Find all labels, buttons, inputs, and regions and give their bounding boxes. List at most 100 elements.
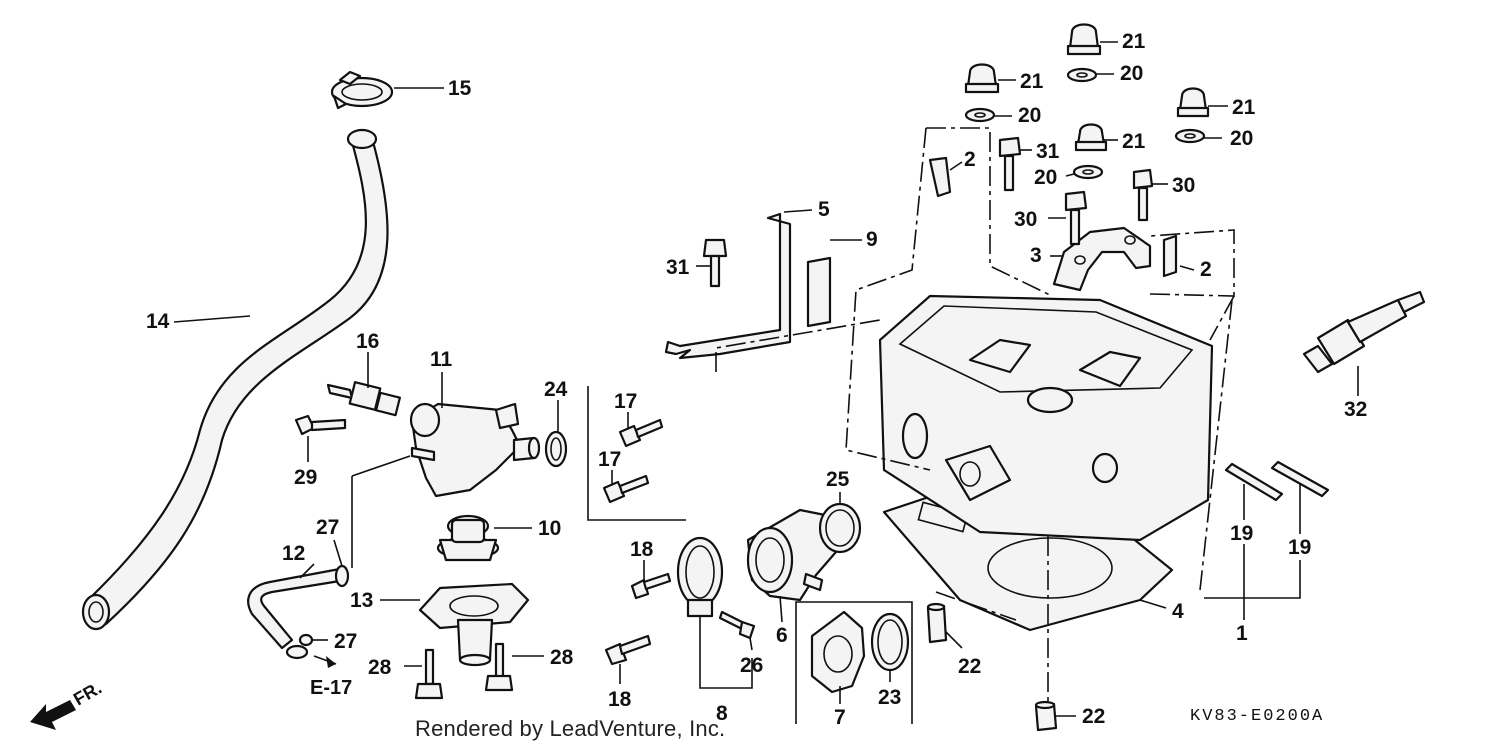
cylinder-head bbox=[878, 294, 1214, 542]
label-14: 14 bbox=[146, 310, 170, 333]
part-29-bolt[interactable] bbox=[294, 414, 347, 436]
diagram-code: KV83-E0200A bbox=[1190, 707, 1324, 726]
part-30-bolt-right[interactable] bbox=[1132, 168, 1154, 222]
part-19-stud-left[interactable] bbox=[1224, 462, 1284, 502]
label-23: 23 bbox=[878, 686, 901, 709]
part-26-screw[interactable] bbox=[718, 610, 756, 640]
label-17: 17 bbox=[614, 390, 637, 413]
label-28: 28 bbox=[550, 646, 574, 669]
part-labels: 1 2 2 3 4 5 6 7 8 9 10 11 12 13 14 15 16… bbox=[146, 30, 1367, 729]
label-18: 18 bbox=[630, 538, 654, 561]
label-19: 19 bbox=[1288, 536, 1311, 559]
part-2-dowel-pin-lower[interactable] bbox=[1162, 234, 1178, 278]
part-21-cap-nut-a[interactable] bbox=[1066, 23, 1102, 56]
part-2-dowel-pin-upper[interactable] bbox=[928, 156, 952, 198]
label-1: 1 bbox=[1236, 622, 1248, 645]
part-28-bolt-left[interactable] bbox=[414, 648, 444, 700]
label-15: 15 bbox=[448, 77, 472, 100]
label-20: 20 bbox=[1034, 166, 1057, 189]
label-28: 28 bbox=[368, 656, 392, 679]
label-21: 21 bbox=[1020, 70, 1044, 93]
part-12-small-hose[interactable] bbox=[247, 566, 348, 650]
assembly-lines bbox=[351, 127, 1235, 724]
label-6: 6 bbox=[776, 624, 788, 647]
label-25: 25 bbox=[826, 468, 850, 491]
part-20-washer-a[interactable] bbox=[1066, 67, 1098, 83]
part-18-bolt-lower[interactable] bbox=[604, 634, 652, 666]
part-30-bolt-left[interactable] bbox=[1064, 190, 1088, 246]
part-15-clamp[interactable] bbox=[330, 70, 394, 110]
label-7: 7 bbox=[834, 706, 846, 729]
part-9-gasket-strip[interactable] bbox=[806, 256, 832, 328]
part-22-dowel-lower[interactable] bbox=[1034, 700, 1058, 732]
label-21: 21 bbox=[1122, 130, 1146, 153]
label-16: 16 bbox=[356, 330, 379, 353]
label-20: 20 bbox=[1018, 104, 1041, 127]
part-5-bracket[interactable] bbox=[664, 212, 792, 360]
part-28-bolt-right[interactable] bbox=[484, 642, 514, 692]
part-22-dowel-upper[interactable] bbox=[926, 602, 948, 644]
front-direction-arrow: FR. bbox=[30, 678, 105, 730]
label-26: 26 bbox=[740, 654, 763, 677]
part-25-o-ring[interactable] bbox=[818, 502, 862, 554]
label-20: 20 bbox=[1230, 127, 1253, 150]
part-31-bolt-upper[interactable] bbox=[998, 136, 1022, 192]
part-24-o-ring[interactable] bbox=[544, 430, 568, 468]
label-13: 13 bbox=[350, 589, 373, 612]
label-22: 22 bbox=[958, 655, 981, 678]
label-19: 19 bbox=[1230, 522, 1253, 545]
label-5: 5 bbox=[818, 198, 830, 221]
part-18-bolt-upper[interactable] bbox=[630, 572, 672, 600]
part-27-clamp-lower[interactable] bbox=[285, 633, 314, 660]
part-14-hose[interactable] bbox=[81, 128, 389, 631]
label-20: 20 bbox=[1120, 62, 1143, 85]
part-27-clamp-upper[interactable] bbox=[334, 564, 350, 588]
label-2: 2 bbox=[1200, 258, 1212, 281]
label-11: 11 bbox=[430, 348, 453, 371]
reference-label: E-17 bbox=[310, 677, 352, 699]
label-4: 4 bbox=[1172, 600, 1184, 623]
label-27: 27 bbox=[334, 630, 357, 653]
label-31: 31 bbox=[666, 256, 690, 279]
label-31: 31 bbox=[1036, 140, 1060, 163]
part-21-cap-nut-c[interactable] bbox=[1176, 87, 1210, 118]
part-11-thermostat-housing[interactable] bbox=[409, 402, 541, 498]
part-7-insulator[interactable] bbox=[810, 610, 866, 694]
leader-lines bbox=[173, 41, 1359, 717]
part-10-thermostat[interactable] bbox=[436, 514, 500, 562]
label-9: 9 bbox=[866, 228, 878, 251]
part-21-cap-nut-d[interactable] bbox=[1074, 123, 1108, 152]
label-2: 2 bbox=[964, 148, 976, 171]
label-32: 32 bbox=[1344, 398, 1367, 421]
part-17-bolt-upper[interactable] bbox=[618, 418, 664, 448]
label-27: 27 bbox=[316, 516, 339, 539]
part-13-thermostat-cover[interactable] bbox=[418, 582, 530, 667]
reference-e17[interactable]: E-17 bbox=[310, 655, 352, 699]
part-19-stud-right[interactable] bbox=[1270, 460, 1330, 498]
label-22: 22 bbox=[1082, 705, 1105, 728]
label-10: 10 bbox=[538, 517, 561, 540]
direction-label: FR. bbox=[70, 678, 105, 710]
part-17-bolt-lower[interactable] bbox=[602, 474, 650, 504]
label-21: 21 bbox=[1122, 30, 1146, 53]
part-20-washer-d[interactable] bbox=[1072, 164, 1104, 180]
part-6-intake-manifold[interactable] bbox=[746, 508, 844, 602]
part-23-o-ring[interactable] bbox=[870, 612, 910, 672]
label-17: 17 bbox=[598, 448, 621, 471]
part-3-cam-holder[interactable] bbox=[1052, 226, 1152, 292]
label-30: 30 bbox=[1172, 174, 1195, 197]
label-18: 18 bbox=[608, 688, 632, 711]
label-21: 21 bbox=[1232, 96, 1256, 119]
label-24: 24 bbox=[544, 378, 568, 401]
label-12: 12 bbox=[282, 542, 305, 565]
label-30: 30 bbox=[1014, 208, 1037, 231]
label-8: 8 bbox=[716, 702, 728, 725]
part-8-band-clamp[interactable] bbox=[676, 536, 724, 618]
part-20-washer-b[interactable] bbox=[964, 107, 996, 123]
part-31-bolt-left[interactable] bbox=[702, 238, 728, 288]
part-21-cap-nut-b[interactable] bbox=[964, 63, 1000, 94]
part-16-sensor[interactable] bbox=[326, 381, 401, 417]
label-3: 3 bbox=[1030, 244, 1042, 267]
part-20-washer-c[interactable] bbox=[1174, 128, 1206, 144]
part-32-spark-plug[interactable] bbox=[1302, 290, 1426, 374]
